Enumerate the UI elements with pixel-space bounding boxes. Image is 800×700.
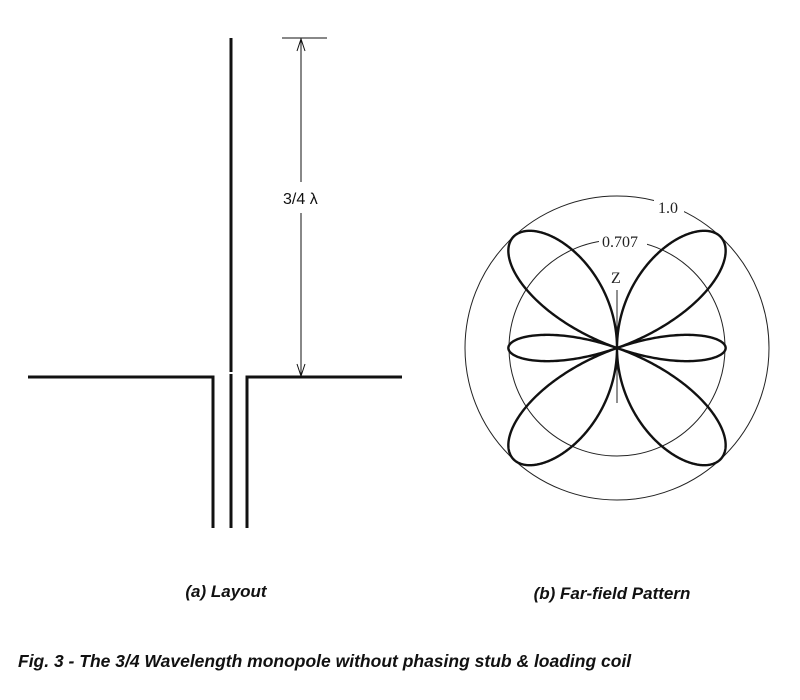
z-axis-label: Z: [611, 270, 621, 287]
dimension-arrow-down: [296, 363, 306, 378]
pattern-caption: (b) Far-field Pattern: [534, 584, 691, 603]
ground-plane-left: [28, 375, 215, 528]
ground-plane-right: [245, 375, 402, 528]
dimension-arrow-up: [296, 37, 306, 52]
figure-caption: Fig. 3 - The 3/4 Wavelength monopole wit…: [18, 651, 632, 671]
monopole-layout: [28, 37, 402, 528]
outer-ring-label: 1.0: [658, 200, 678, 217]
dimension-label: 3/4 λ: [283, 191, 318, 208]
ring-outer: [464, 195, 770, 501]
far-field-pattern: 1.0 0.707 Z: [464, 195, 770, 501]
radiation-lobes: [507, 229, 727, 467]
layout-caption: (a) Layout: [185, 582, 268, 601]
inner-ring-label: 0.707: [602, 234, 638, 251]
